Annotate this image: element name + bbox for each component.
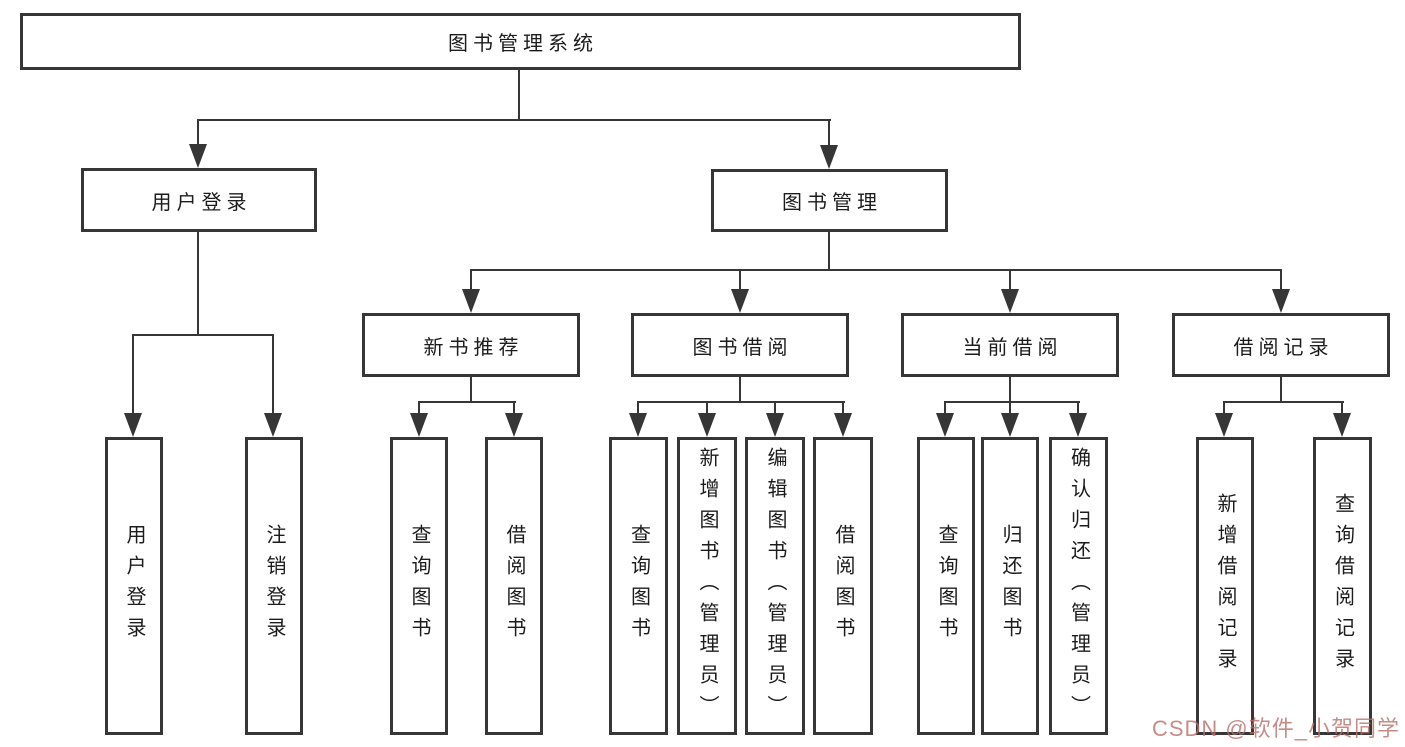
- node-borrow-records: 借阅记录: [1172, 313, 1390, 377]
- connector-line: [1341, 401, 1343, 417]
- leaf-label: 查询图书: [627, 524, 650, 648]
- connector-line: [774, 401, 776, 417]
- leaf-add-books-admin: 新增图书（管理员）: [677, 437, 737, 735]
- connector-line: [637, 401, 639, 417]
- connector-line: [1009, 377, 1011, 403]
- node-current-borrow: 当前借阅: [901, 313, 1119, 377]
- arrow-down-icon: [1333, 413, 1351, 437]
- leaf-label: 借阅图书: [503, 524, 525, 648]
- connector-line: [197, 119, 831, 121]
- connector-line: [944, 401, 946, 417]
- arrow-down-icon: [698, 413, 716, 437]
- connector-line: [1223, 401, 1344, 403]
- connector-line: [197, 119, 199, 147]
- connector-line: [739, 269, 741, 291]
- leaf-label: 新增图书（管理员）: [696, 446, 718, 726]
- node-book-management: 图书管理: [711, 169, 948, 232]
- arrow-down-icon: [410, 413, 428, 437]
- connector-line: [470, 269, 1282, 271]
- leaf-label: 查询图书: [935, 524, 957, 648]
- connector-line: [706, 401, 708, 417]
- leaf-label: 编辑图书（管理员）: [764, 446, 786, 726]
- connector-line: [739, 377, 741, 403]
- leaf-return-books: 归还图书: [981, 437, 1039, 735]
- node-user-login: 用户登录: [81, 168, 317, 232]
- connector-line: [132, 334, 274, 336]
- leaf-logout: 注销登录: [245, 437, 303, 735]
- arrow-down-icon: [1001, 289, 1019, 313]
- leaf-label: 查询图书: [408, 524, 430, 648]
- connector-line: [828, 119, 830, 147]
- leaf-label: 借阅图书: [832, 524, 854, 648]
- connector-line: [1077, 401, 1079, 417]
- arrow-down-icon: [124, 413, 142, 437]
- connector-line: [470, 269, 472, 291]
- leaf-borrow-books: 借阅图书: [813, 437, 873, 735]
- connector-line: [518, 68, 520, 121]
- node-book-borrow: 图书借阅: [631, 313, 849, 377]
- connector-line: [197, 232, 199, 336]
- leaf-add-borrow-record: 新增借阅记录: [1196, 437, 1254, 735]
- arrow-down-icon: [1069, 413, 1087, 437]
- connector-line: [1280, 377, 1282, 403]
- arrow-down-icon: [834, 413, 852, 437]
- leaf-edit-books-admin: 编辑图书（管理员）: [745, 437, 805, 735]
- node-library-system: 图书管理系统: [20, 13, 1021, 70]
- leaf-query-borrow-record: 查询借阅记录: [1313, 437, 1372, 735]
- arrow-down-icon: [264, 413, 282, 437]
- leaf-label: 确认归还（管理员）: [1067, 446, 1090, 726]
- connector-line: [828, 232, 830, 271]
- leaf-confirm-return-admin: 确认归还（管理员）: [1049, 437, 1108, 735]
- connector-line: [637, 401, 845, 403]
- connector-line: [513, 401, 515, 417]
- leaf-label: 新增借阅记录: [1214, 493, 1236, 679]
- leaf-query-books-recommend: 查询图书: [390, 437, 448, 735]
- connector-line: [418, 401, 516, 403]
- connector-line: [1009, 269, 1011, 291]
- connector-line: [1223, 401, 1225, 417]
- connector-line: [842, 401, 844, 417]
- leaf-label: 注销登录: [263, 524, 285, 648]
- leaf-label: 查询借阅记录: [1331, 493, 1354, 679]
- arrow-down-icon: [820, 145, 838, 169]
- arrow-down-icon: [1001, 413, 1019, 437]
- arrow-down-icon: [1215, 413, 1233, 437]
- arrow-down-icon: [505, 413, 523, 437]
- arrow-down-icon: [936, 413, 954, 437]
- leaf-label: 归还图书: [999, 524, 1021, 648]
- node-new-book-recommend: 新书推荐: [362, 313, 580, 377]
- leaf-query-books-borrow: 查询图书: [609, 437, 668, 735]
- connector-line: [272, 334, 274, 416]
- connector-line: [418, 401, 420, 417]
- arrow-down-icon: [462, 289, 480, 313]
- arrow-down-icon: [766, 413, 784, 437]
- arrow-down-icon: [1272, 289, 1290, 313]
- connector-line: [944, 401, 1080, 403]
- leaf-query-books-current: 查询图书: [917, 437, 975, 735]
- connector-line: [470, 377, 472, 403]
- leaf-borrow-books-recommend: 借阅图书: [485, 437, 543, 735]
- arrow-down-icon: [189, 144, 207, 168]
- watermark-text: CSDN @软件_小贺同学: [1151, 716, 1400, 741]
- leaf-label: 用户登录: [123, 524, 145, 648]
- connector-line: [132, 334, 134, 416]
- connector-line: [1009, 401, 1011, 417]
- arrow-down-icon: [629, 413, 647, 437]
- connector-line: [1280, 269, 1282, 291]
- leaf-user-login: 用户登录: [105, 437, 163, 735]
- arrow-down-icon: [731, 289, 749, 313]
